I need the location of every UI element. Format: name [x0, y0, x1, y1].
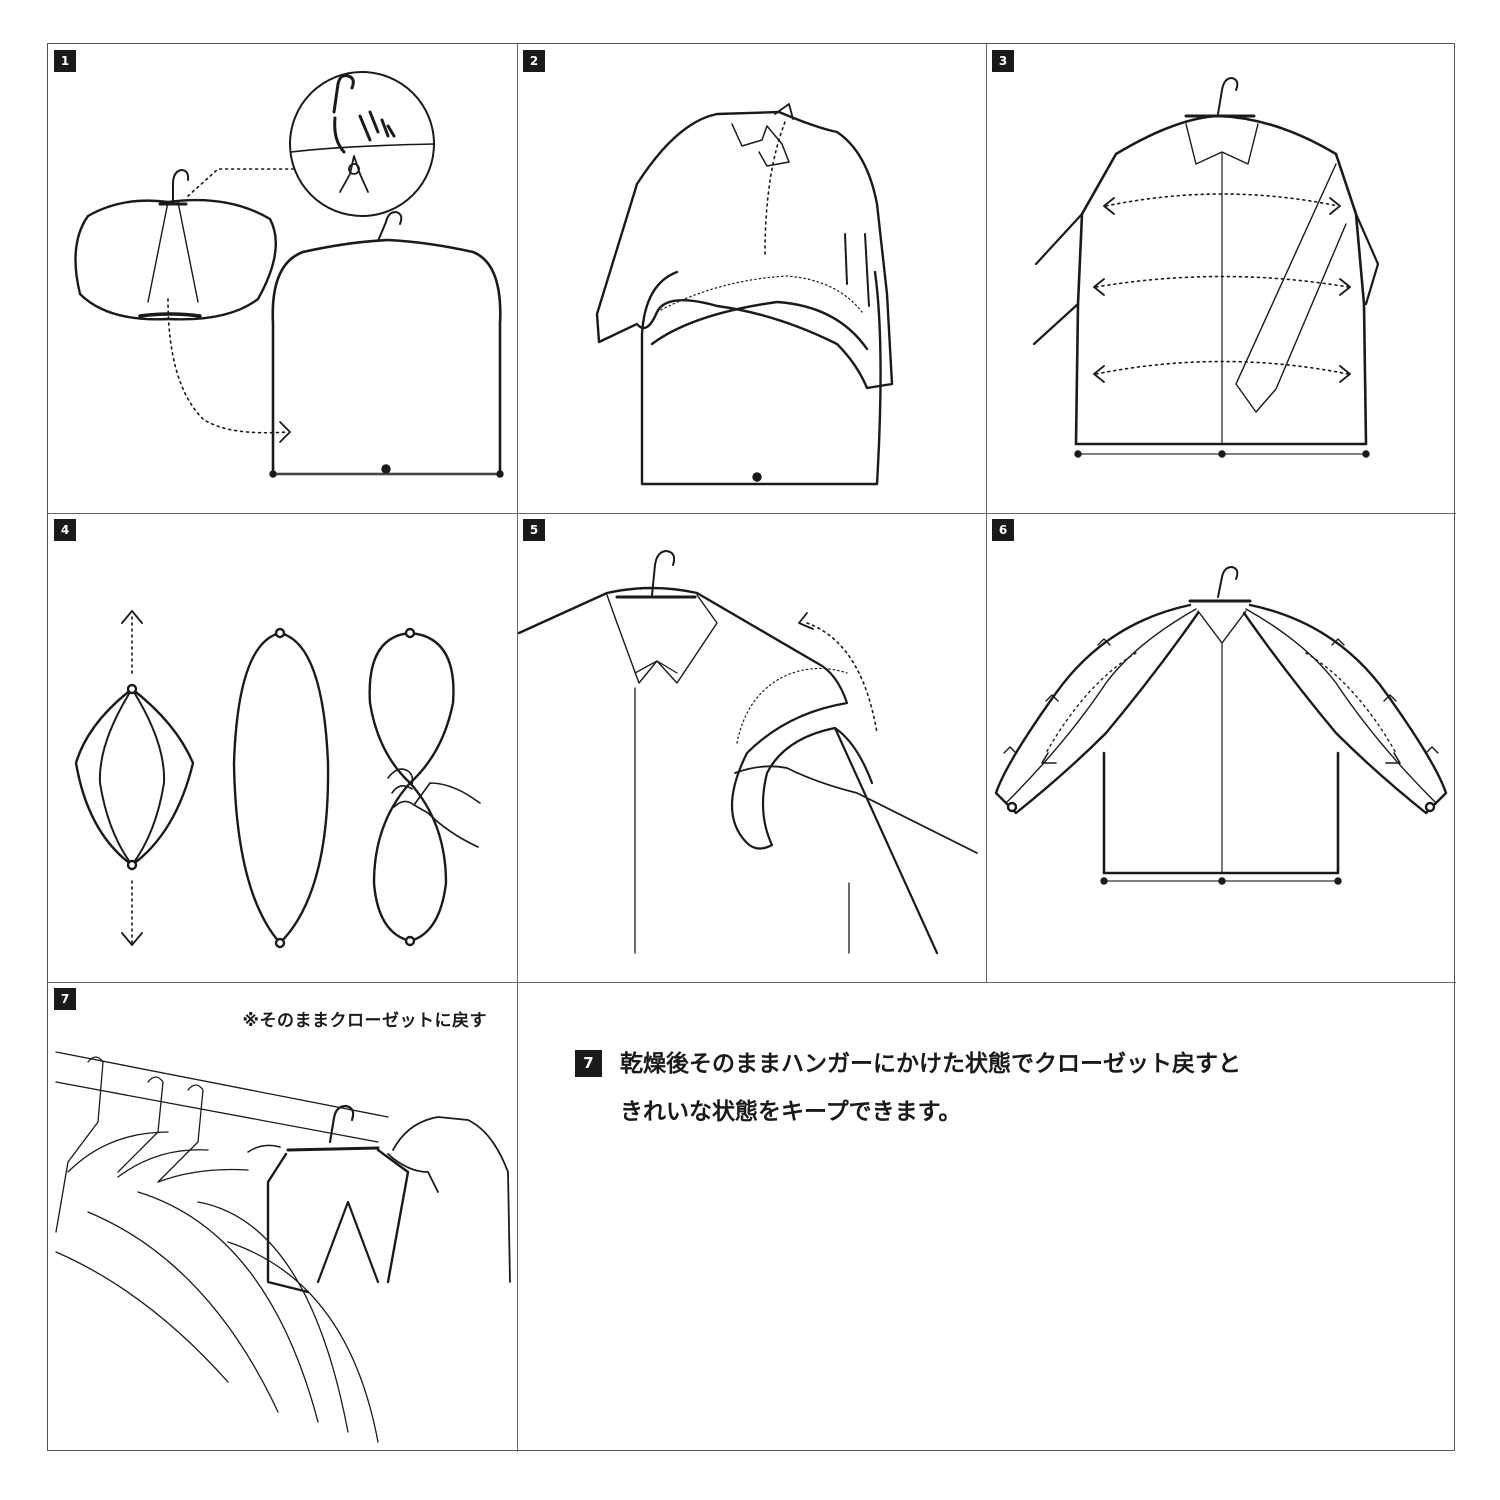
step-2-illustration — [595, 103, 894, 486]
divider-h1 — [48, 513, 1456, 514]
caption-line-1: 乾燥後そのままハンガーにかけた状態でクローゼット戻すと — [620, 1051, 1241, 1077]
step-4-illustration — [74, 610, 481, 949]
step-2-badge: 2 — [523, 50, 545, 72]
caption-line-2: きれいな状態をキープできます。 — [620, 1099, 962, 1125]
step-6-illustration — [994, 566, 1448, 885]
step-3-panel: 3 — [986, 44, 1456, 513]
step-2-panel: 2 — [517, 44, 986, 513]
step-5-illustration — [517, 550, 978, 955]
step-5-badge: 5 — [523, 519, 545, 541]
divider-h2 — [48, 982, 1456, 983]
step-6-panel: 6 — [986, 513, 1456, 982]
step-3-badge: 3 — [992, 50, 1014, 72]
caption-badge: 7 — [575, 1050, 602, 1077]
step-7-badge: 7 — [54, 988, 76, 1010]
caption-text: 7 乾燥後そのままハンガーにかけた状態でクローゼット戻すと きれいな状態をキープで… — [575, 1040, 1435, 1136]
step-4-panel: 4 — [48, 513, 517, 982]
step-6-badge: 6 — [992, 519, 1014, 541]
step-7-illustration — [55, 1051, 511, 1443]
step-5-panel: 5 — [517, 513, 986, 982]
caption-panel: 7 乾燥後そのままハンガーにかけた状態でクローゼット戻すと きれいな状態をキープで… — [517, 982, 1456, 1452]
divider-v1 — [517, 44, 518, 1452]
step-1-panel: 1 — [48, 44, 517, 513]
step-4-badge: 4 — [54, 519, 76, 541]
step-7-panel: 7 ※そのままクローゼットに戻す — [48, 982, 517, 1452]
step-1-illustration — [74, 71, 504, 478]
instruction-grid: 1 — [47, 43, 1456, 1452]
step-7-note: ※そのままクローゼットに戻す — [242, 1011, 487, 1031]
step-1-badge: 1 — [54, 50, 76, 72]
step-3-illustration — [1032, 77, 1380, 458]
